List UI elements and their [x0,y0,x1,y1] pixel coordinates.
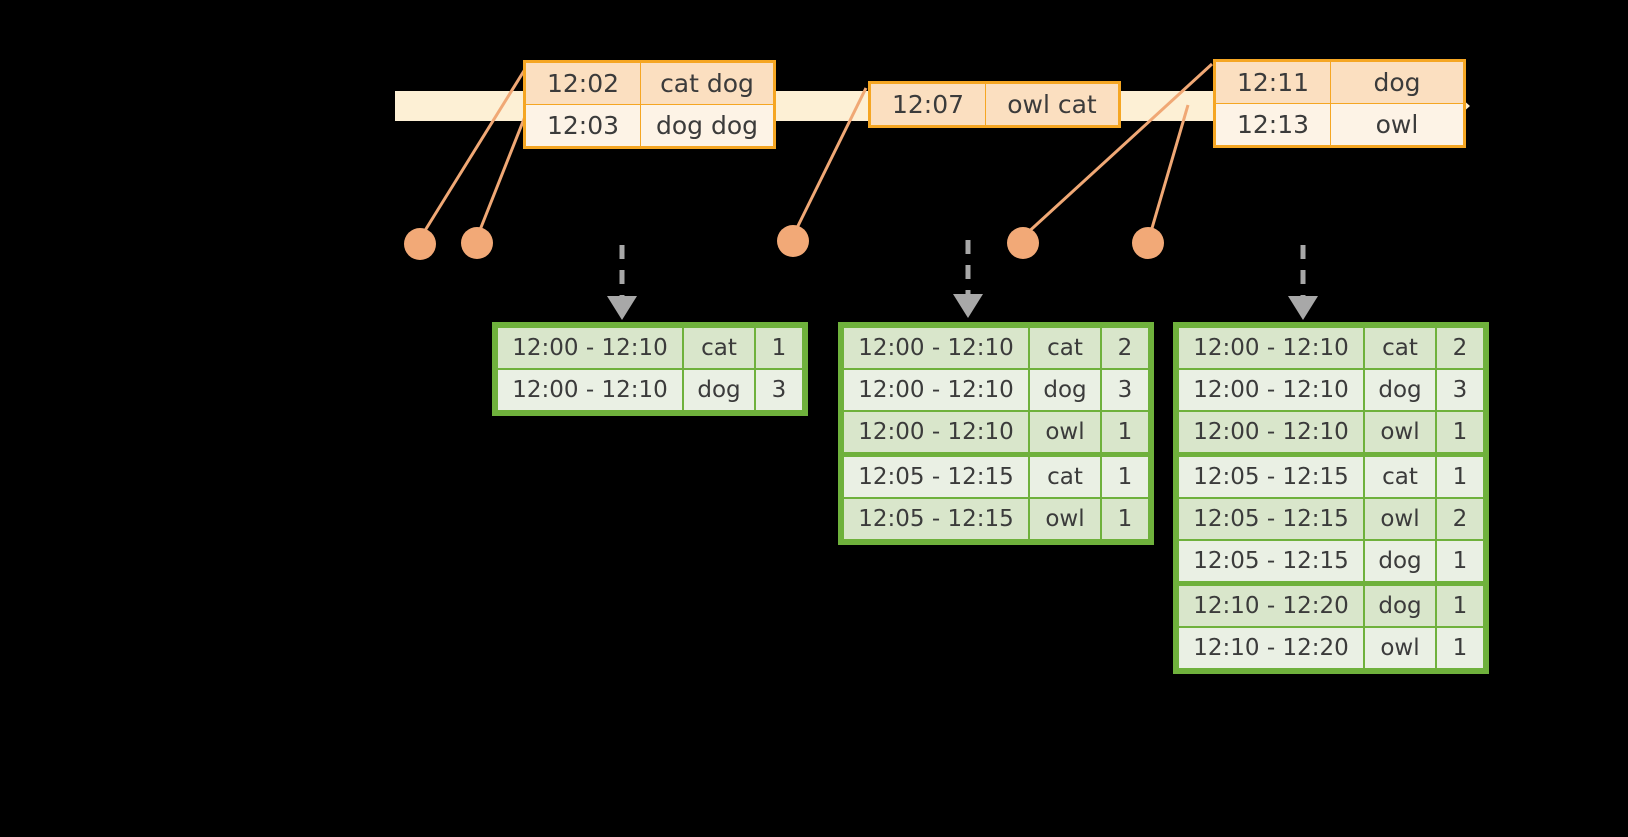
event-words: dog [1330,60,1465,104]
result-range: 12:10 - 12:20 [1179,583,1363,626]
result-word: dog [1365,541,1435,581]
event-dot-1211 [1007,227,1039,259]
result-count: 1 [1437,583,1483,626]
table-row[interactable]: 12:00 - 12:10 cat 1 [498,328,802,368]
result-word: owl [1030,499,1100,539]
table-row[interactable]: 12:10 - 12:20 dog 1 [1179,583,1483,626]
result-word: owl [1365,412,1435,452]
result-count: 2 [1437,499,1483,539]
event-row[interactable]: 12:02 cat dog [524,61,775,105]
event-row[interactable]: 12:11 dog [1214,60,1465,104]
result-range: 12:00 - 12:10 [844,370,1028,410]
event-dot-1202 [404,228,436,260]
table-row[interactable]: 12:00 - 12:10 cat 2 [1179,328,1483,368]
result-range: 12:00 - 12:10 [1179,412,1363,452]
connector-line-1213 [1148,104,1190,236]
connector-line-1202 [419,65,529,238]
event-words: owl cat [985,82,1120,127]
table-row[interactable]: 12:05 - 12:15 cat 1 [844,454,1148,497]
event-row[interactable]: 12:03 dog dog [524,104,775,148]
result-count: 2 [1437,328,1483,368]
table-row[interactable]: 12:10 - 12:20 owl 1 [1179,628,1483,668]
result-range: 12:00 - 12:10 [498,370,682,410]
result-count: 3 [1437,370,1483,410]
result-range: 12:05 - 12:15 [1179,454,1363,497]
result-table-3[interactable]: 12:00 - 12:10 cat 2 12:00 - 12:10 dog 3 … [1173,322,1489,674]
result-word: cat [684,328,754,368]
result-word: cat [1030,454,1100,497]
table-row[interactable]: 12:00 - 12:10 dog 3 [1179,370,1483,410]
result-count: 3 [756,370,802,410]
connector-line-1207 [792,87,868,235]
table-row[interactable]: 12:00 - 12:10 dog 3 [498,370,802,410]
result-count: 1 [1102,412,1148,452]
event-dot-1203 [461,227,493,259]
result-count: 1 [1102,499,1148,539]
result-word: dog [684,370,754,410]
event-words: owl [1330,103,1465,147]
event-dot-1207 [777,225,809,257]
event-group-3[interactable]: 12:11 dog 12:13 owl [1213,59,1466,148]
event-dots [404,225,1164,260]
result-count: 3 [1102,370,1148,410]
event-time: 12:07 [869,82,986,127]
result-word: owl [1365,499,1435,539]
event-time: 12:03 [524,104,641,148]
table-row[interactable]: 12:00 - 12:10 owl 1 [844,412,1148,452]
table-row[interactable]: 12:05 - 12:15 dog 1 [1179,541,1483,581]
event-row[interactable]: 12:13 owl [1214,103,1465,147]
result-count: 1 [1102,454,1148,497]
dashed-arrow-head-2 [953,294,983,318]
dashed-arrow-head-3 [1288,296,1318,320]
event-group-1[interactable]: 12:02 cat dog 12:03 dog dog [523,60,776,149]
result-range: 12:00 - 12:10 [844,328,1028,368]
result-range: 12:05 - 12:15 [1179,541,1363,581]
result-word: dog [1030,370,1100,410]
result-count: 1 [1437,541,1483,581]
result-table-1[interactable]: 12:00 - 12:10 cat 1 12:00 - 12:10 dog 3 [492,322,808,416]
event-words: cat dog [640,61,775,105]
event-dot-1213 [1132,227,1164,259]
dashed-arrows [619,240,1306,300]
result-count: 2 [1102,328,1148,368]
result-word: cat [1365,454,1435,497]
table-row[interactable]: 12:00 - 12:10 owl 1 [1179,412,1483,452]
result-range: 12:00 - 12:10 [844,412,1028,452]
event-words: dog dog [640,104,775,148]
dashed-arrow-heads [607,294,1318,320]
event-time: 12:02 [524,61,641,105]
result-count: 1 [756,328,802,368]
result-range: 12:00 - 12:10 [498,328,682,368]
result-count: 1 [1437,412,1483,452]
result-word: dog [1365,583,1435,626]
dashed-arrow-head-1 [607,296,637,320]
event-time: 12:11 [1214,60,1331,104]
result-range: 12:05 - 12:15 [844,454,1028,497]
result-range: 12:05 - 12:15 [844,499,1028,539]
result-word: owl [1365,628,1435,668]
table-row[interactable]: 12:05 - 12:15 owl 2 [1179,499,1483,539]
result-word: owl [1030,412,1100,452]
result-range: 12:10 - 12:20 [1179,628,1363,668]
event-time: 12:13 [1214,103,1331,147]
result-range: 12:00 - 12:10 [1179,370,1363,410]
result-word: cat [1030,328,1100,368]
result-word: cat [1365,328,1435,368]
table-row[interactable]: 12:00 - 12:10 cat 2 [844,328,1148,368]
event-row[interactable]: 12:07 owl cat [869,82,1120,127]
result-table-2[interactable]: 12:00 - 12:10 cat 2 12:00 - 12:10 dog 3 … [838,322,1154,545]
result-range: 12:00 - 12:10 [1179,328,1363,368]
result-count: 1 [1437,454,1483,497]
table-row[interactable]: 12:05 - 12:15 owl 1 [844,499,1148,539]
result-word: dog [1365,370,1435,410]
event-group-2[interactable]: 12:07 owl cat [868,81,1121,128]
table-row[interactable]: 12:00 - 12:10 dog 3 [844,370,1148,410]
result-count: 1 [1437,628,1483,668]
table-row[interactable]: 12:05 - 12:15 cat 1 [1179,454,1483,497]
result-range: 12:05 - 12:15 [1179,499,1363,539]
